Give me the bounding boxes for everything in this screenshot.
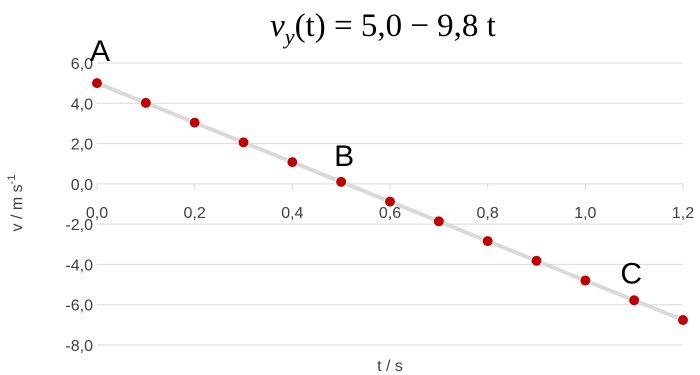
chart-title: vy(t) = 5,0 − 9,8 t [270,8,496,49]
gridlines [96,62,684,346]
x-axis-label: t / s [377,358,403,375]
x-tick-label: 0,4 [281,205,303,222]
data-point [286,156,299,169]
point-label-b: B [334,140,354,173]
y-axis-label-main: v / m s [9,184,26,231]
y-tick-label: -8,0 [65,338,93,355]
y-axis-label: v / m s-1 [6,175,26,232]
data-point [481,235,494,248]
data-point [432,215,445,228]
data-point [677,314,689,327]
data-point [384,195,396,208]
chart-title-text: vy(t) = 5,0 − 9,8 t [270,8,496,49]
x-tick-label: 0,8 [477,205,499,222]
x-tick-label: 1,2 [672,205,694,222]
x-tick-label: 0,6 [379,205,401,222]
data-points [91,77,689,327]
y-tick-label: 4,0 [71,96,93,113]
point-label-a: A [90,35,110,68]
y-tick-label: 0,0 [71,177,93,194]
y-tick-label: -2,0 [65,217,93,234]
title-sub: y [283,24,295,49]
y-tick-label: -6,0 [65,298,93,315]
data-point [628,294,641,307]
data-point [188,116,201,129]
x-tick-label: 0,2 [184,205,206,222]
title-var: v [270,8,285,44]
data-point [139,96,152,109]
x-tick-label: 0,0 [86,205,108,222]
data-point [530,254,543,267]
y-axis-label-sup: -1 [6,175,18,185]
y-tick-label: -4,0 [65,257,93,274]
point-annotations: A B C [90,35,642,290]
x-tick-label: 1,0 [574,205,596,222]
title-rest: (t) = 5,0 − 9,8 t [295,8,496,44]
y-tick-label: 6,0 [71,56,93,73]
data-point [335,175,348,188]
point-label-c: C [620,257,642,290]
data-point [91,77,103,90]
data-point [237,136,250,149]
y-tick-label: 2,0 [71,137,93,154]
data-point [579,274,592,287]
